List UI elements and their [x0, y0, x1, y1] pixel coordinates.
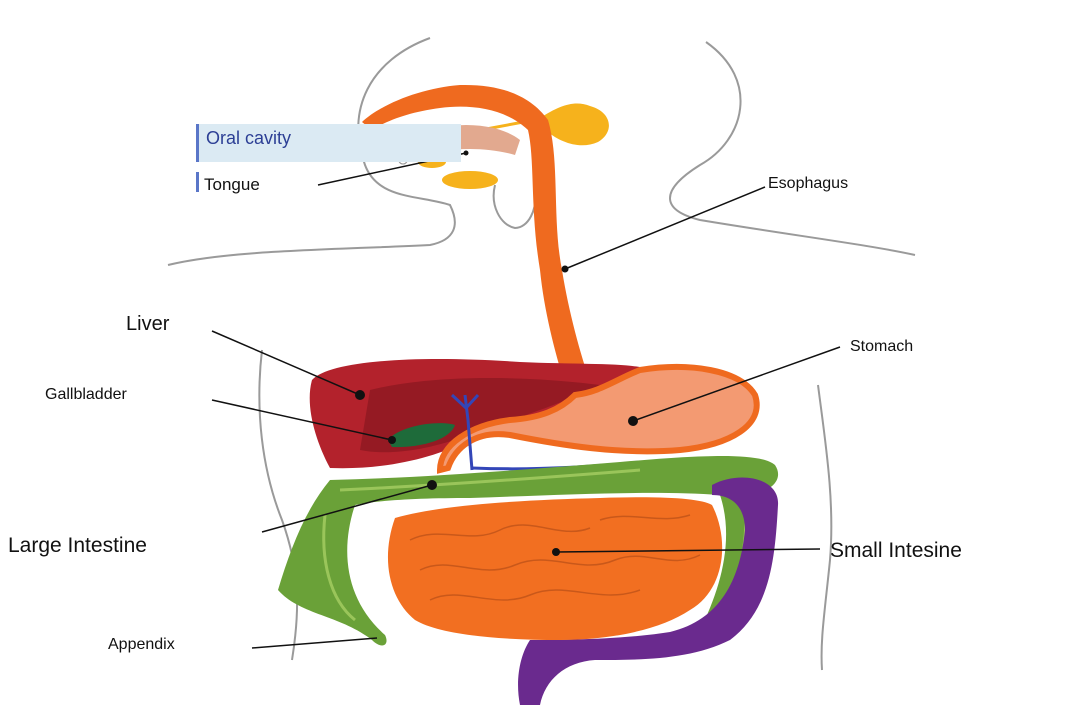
- leader-appendix: [251, 637, 378, 649]
- label-large-intestine: Large Intestine: [8, 534, 147, 557]
- label-appendix: Appendix: [108, 636, 175, 653]
- leader-gallbladder: [211, 399, 393, 441]
- label-small-intestine: Small Intesine: [830, 539, 962, 562]
- stomach-shape: [436, 364, 760, 474]
- label-oral-cavity: Oral cavity: [206, 128, 292, 148]
- leader-esophagus: [564, 186, 766, 270]
- gallbladder-shape: [388, 423, 455, 448]
- label-tongue: Tongue: [204, 175, 260, 194]
- tongue-label-bar: [196, 172, 199, 192]
- leader-large-intestine: [261, 484, 433, 533]
- esophagus-shape: [362, 84, 595, 400]
- leader-liver: [211, 330, 361, 396]
- label-stomach: Stomach: [850, 338, 914, 355]
- leader-dots: [355, 150, 638, 556]
- label-gallbladder: Gallbladder: [45, 386, 127, 403]
- leader-stomach: [632, 346, 841, 422]
- leader-small-intestine: [555, 548, 821, 553]
- label-liver: Liver: [126, 313, 170, 335]
- oral-cavity-highlight: [196, 124, 461, 162]
- body-outline: [167, 37, 916, 671]
- rectum-shape: [518, 477, 779, 705]
- small-intestine-shape: [387, 497, 723, 640]
- label-esophagus: Esophagus: [768, 175, 849, 192]
